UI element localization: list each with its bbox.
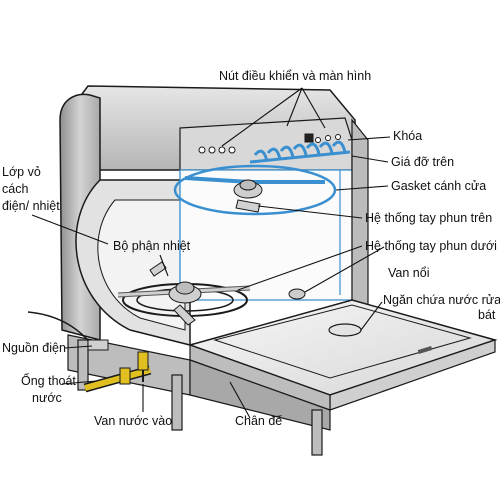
label-detergent-dispenser-line2: bát (478, 308, 496, 322)
detergent-dispenser (328, 323, 362, 337)
water-inlet-valve (137, 351, 149, 382)
cutaway-inner (97, 199, 186, 331)
control-buttons (198, 133, 341, 154)
upper-spray-ring (173, 164, 337, 216)
label-insulation-line1: Lớp vỏ (2, 165, 41, 179)
upper-spray-arm (184, 176, 325, 213)
label-power-cord: Nguồn điện (2, 341, 66, 355)
upper-rack (249, 140, 351, 164)
label-drain-line2: nước (32, 391, 62, 405)
label-upper-rack: Giá đỡ trên (391, 155, 455, 169)
label-heating-element: Bộ phận nhiệt (113, 239, 191, 253)
label-water-inlet: Van nước vào (94, 414, 173, 428)
label-upper-spray-arm: Hệ thống tay phun trên (365, 211, 493, 225)
float-valve (288, 288, 306, 300)
label-lower-spray-arm: Hệ thống tay phun dưới (365, 239, 497, 253)
label-float-valve: Van nổi (388, 266, 430, 280)
label-door-gasket: Gasket cánh cửa (391, 179, 487, 193)
label-drain-line1: Ống thoát (21, 374, 76, 388)
label-insulation-line2: cách (2, 182, 29, 196)
label-controls: Nút điều khiển và màn hình (219, 69, 372, 83)
lower-spray-arm (117, 261, 251, 326)
label-detergent-dispenser-line1: Ngăn chứa nước rửa (383, 293, 500, 307)
label-lock: Khóa (393, 129, 423, 143)
leader-lines (31, 87, 391, 419)
label-base: Chân đế (235, 414, 283, 428)
label-insulation-line3: điện/ nhiệt (2, 199, 60, 213)
